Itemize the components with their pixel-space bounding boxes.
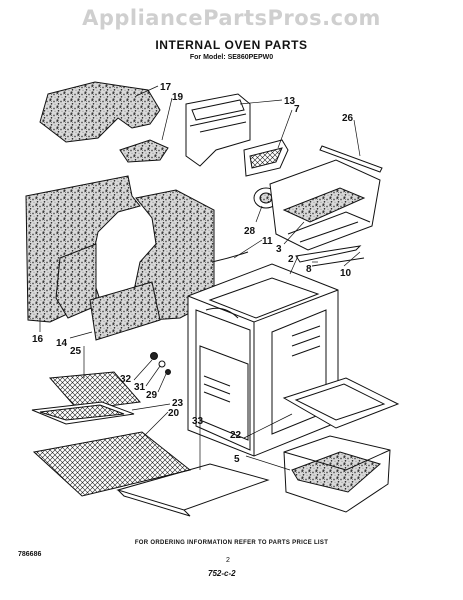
callout-2: 2 (288, 254, 294, 265)
callout-10: 10 (340, 268, 352, 279)
document-code: 786686 (18, 551, 42, 558)
part-26-gasket-strip (319, 145, 383, 173)
part-17-top-insulation (39, 81, 161, 143)
callout-20: 20 (168, 408, 180, 419)
part-fasteners (150, 352, 171, 375)
part-3-element-assembly (269, 159, 381, 267)
callout-numbers: 17 19 13 7 26 28 11 3 2 8 10 16 14 25 32… (32, 82, 354, 465)
callout-16: 16 (32, 334, 44, 345)
callout-19: 19 (172, 92, 184, 103)
callout-11: 11 (262, 236, 273, 247)
page-code: 752-c-2 (208, 569, 236, 578)
callout-33: 33 (192, 416, 204, 427)
callout-8: 8 (306, 264, 312, 275)
callout-3: 3 (276, 244, 282, 255)
part-7-light-housing (243, 139, 289, 177)
callout-22: 22 (230, 430, 242, 441)
part-20-large-rack (32, 431, 192, 497)
callout-26: 26 (342, 113, 354, 124)
model-subtitle: For Model: SE860PEPW0 (189, 54, 274, 61)
callout-23: 23 (172, 398, 184, 409)
callout-32: 32 (120, 374, 132, 385)
part-22-bottom-tray (282, 377, 400, 429)
callout-31: 31 (134, 382, 146, 393)
part-19-insulation-pad (119, 139, 169, 163)
ordering-note: FOR ORDERING INFORMATION REFER TO PARTS … (134, 540, 329, 546)
part-11-wire-lead (211, 251, 249, 263)
callout-5: 5 (234, 454, 240, 465)
part-13-front-frame (185, 93, 251, 167)
callout-29: 29 (146, 390, 158, 401)
callout-13: 13 (284, 96, 296, 107)
part-2-oven-liner (187, 263, 339, 457)
part-5-bottom-panel (283, 435, 391, 513)
callout-25: 25 (70, 346, 82, 357)
page-number: 2 (226, 557, 230, 564)
part-33-rack-frame (116, 463, 270, 517)
leader-lines (39, 85, 361, 471)
part-16-insulation-wrap (25, 175, 215, 341)
callout-17: 17 (160, 82, 172, 93)
part-23-broiler-pan (31, 401, 135, 425)
callout-7: 7 (294, 104, 300, 115)
callout-14: 14 (56, 338, 68, 349)
watermark: AppliancePartsPros.com (82, 6, 381, 30)
callout-28: 28 (244, 226, 256, 237)
page-title: INTERNAL OVEN PARTS (155, 38, 308, 52)
part-25-oven-rack (48, 371, 141, 411)
